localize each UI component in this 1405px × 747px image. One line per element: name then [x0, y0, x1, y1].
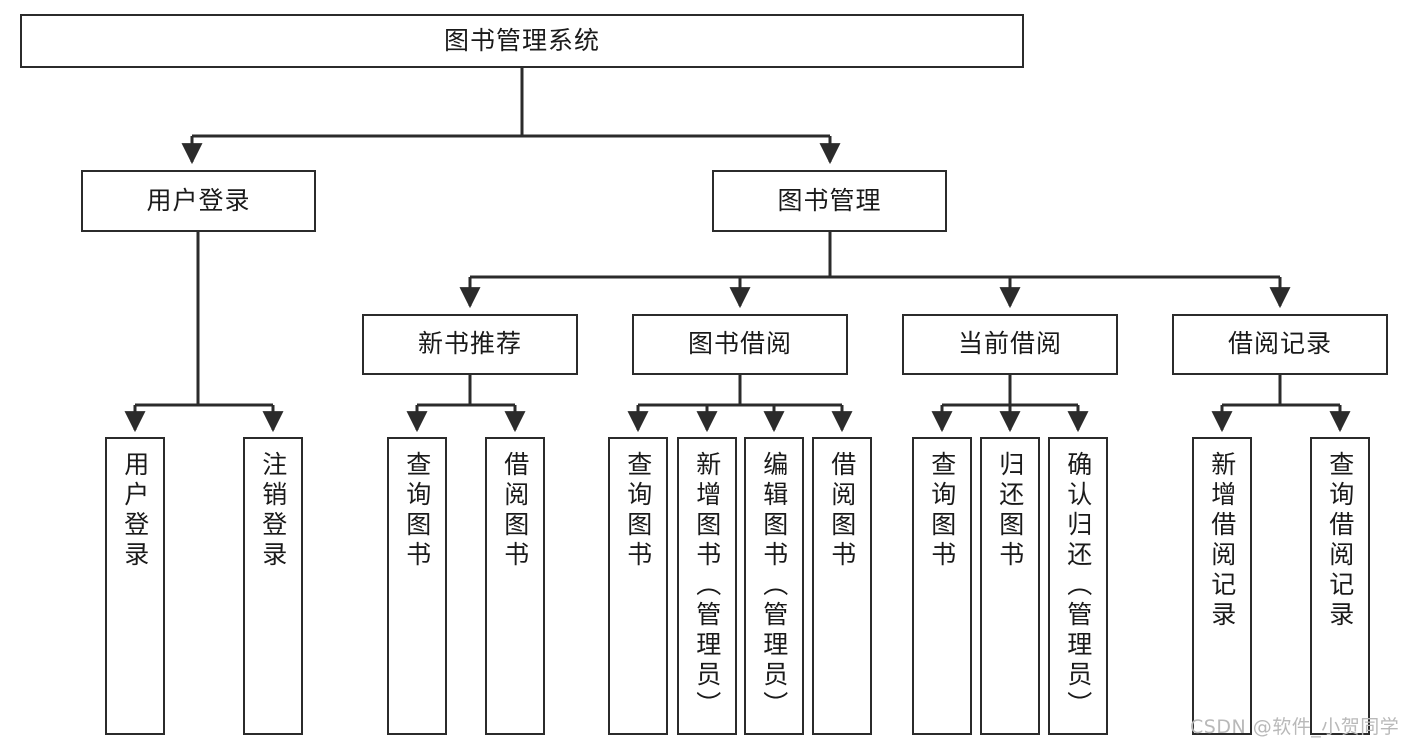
leaf-borrow-borrow-book[interactable]: 借阅图书 — [812, 437, 872, 735]
node-label: 图书管理系统 — [443, 25, 600, 55]
leaf-user-login-signin[interactable]: 用户登录 — [105, 437, 165, 735]
leaf-current-confirm-return-admin[interactable]: 确认归还（管理员） — [1048, 437, 1108, 735]
node-label: 归还图书 — [995, 451, 1025, 571]
node-label: 查询图书 — [402, 451, 432, 571]
node-root-book-management-system[interactable]: 图书管理系统 — [20, 14, 1024, 68]
node-label: 新增借阅记录 — [1207, 451, 1237, 631]
node-current-borrow[interactable]: 当前借阅 — [902, 314, 1118, 375]
node-label: 查询图书 — [623, 451, 653, 571]
node-label: 图书借阅 — [687, 329, 792, 359]
node-label: 查询图书 — [927, 451, 957, 571]
node-label: 新增图书（管理员） — [692, 451, 722, 721]
leaf-current-query-book[interactable]: 查询图书 — [912, 437, 972, 735]
leaf-user-login-signout[interactable]: 注销登录 — [243, 437, 303, 735]
node-label: 当前借阅 — [957, 329, 1062, 359]
watermark: CSDN @软件_小贺同学 — [1190, 716, 1400, 738]
leaf-borrow-query-book[interactable]: 查询图书 — [608, 437, 668, 735]
node-label: 借阅图书 — [827, 451, 857, 571]
leaf-recommend-query-book[interactable]: 查询图书 — [387, 437, 447, 735]
leaf-borrow-edit-book-admin[interactable]: 编辑图书（管理员） — [744, 437, 804, 735]
node-new-book-recommend[interactable]: 新书推荐 — [362, 314, 578, 375]
node-label: 新书推荐 — [417, 329, 522, 359]
node-label: 借阅图书 — [500, 451, 530, 571]
node-book-borrow[interactable]: 图书借阅 — [632, 314, 848, 375]
leaf-recommend-borrow-book[interactable]: 借阅图书 — [485, 437, 545, 735]
node-label: 图书管理 — [777, 185, 882, 215]
node-book-management[interactable]: 图书管理 — [712, 170, 947, 232]
leaf-current-return-book[interactable]: 归还图书 — [980, 437, 1040, 735]
node-user-login[interactable]: 用户登录 — [81, 170, 316, 232]
node-label: 借阅记录 — [1227, 329, 1332, 359]
leaf-records-query-record[interactable]: 查询借阅记录 — [1310, 437, 1370, 735]
leaf-borrow-add-book-admin[interactable]: 新增图书（管理员） — [677, 437, 737, 735]
node-label: 用户登录 — [146, 185, 251, 215]
node-label: 用户登录 — [120, 451, 150, 571]
node-label: 编辑图书（管理员） — [759, 451, 789, 721]
node-borrow-records[interactable]: 借阅记录 — [1172, 314, 1388, 375]
node-label: 注销登录 — [258, 451, 288, 571]
leaf-records-add-record[interactable]: 新增借阅记录 — [1192, 437, 1252, 735]
node-label: 确认归还（管理员） — [1063, 451, 1093, 721]
node-label: 查询借阅记录 — [1325, 451, 1355, 631]
